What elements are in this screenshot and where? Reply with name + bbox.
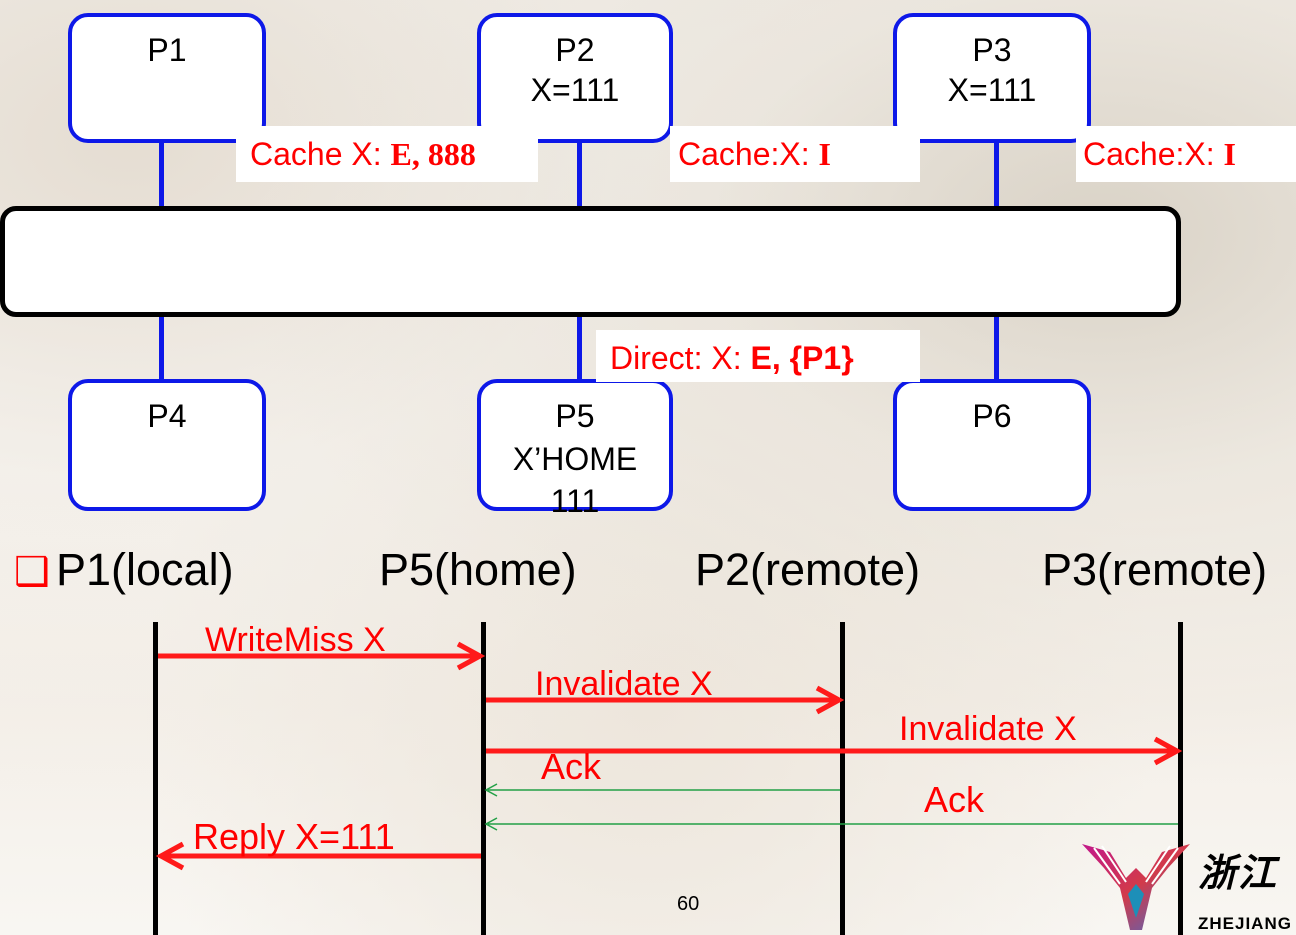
page-number: 60 — [677, 893, 700, 915]
interconnect-bus — [0, 206, 1181, 317]
node-p2-value: X=111 — [530, 72, 620, 108]
logo-emblem-icon — [1082, 844, 1190, 930]
cache-label-p1-state: E, 888 — [390, 136, 476, 172]
node-p5: P5 X’HOME 111 — [477, 379, 673, 519]
directory-label-prefix: Direct: X: — [610, 340, 751, 376]
arrow-writemiss — [158, 641, 486, 671]
message-label-invalidate-p2: Invalidate X — [535, 665, 713, 703]
node-p1: P1 — [68, 13, 266, 143]
lifeline-p5 — [481, 622, 486, 935]
message-label-ack-p3: Ack — [924, 779, 985, 820]
node-p3-value: X=111 — [947, 72, 1037, 108]
p6-bus-connector — [994, 315, 999, 383]
cache-label-p2-prefix: Cache:X: — [678, 136, 819, 172]
node-p5-value: 111 — [550, 483, 600, 519]
university-logo: 浙江 ZHEJIANG — [1080, 838, 1296, 935]
node-p6: P6 — [893, 379, 1091, 511]
directory-label: Direct: X: E, {P1} — [596, 330, 920, 382]
cache-label-p1-prefix: Cache X: — [250, 136, 391, 172]
node-p3: P3 X=111 — [893, 13, 1091, 143]
node-p6-name: P6 — [972, 398, 1012, 434]
lifeline-p1 — [153, 622, 158, 935]
p2-bus-connector — [577, 138, 582, 208]
cache-label-p3-state: I — [1223, 136, 1236, 172]
arrow-invalidate-p2 — [486, 685, 845, 715]
cache-label-p1: Cache X: E, 888 — [236, 126, 538, 182]
cache-label-p2: Cache:X: I — [670, 126, 920, 182]
node-p2: P2 X=111 — [477, 13, 673, 143]
node-p3-name: P3 — [972, 32, 1012, 68]
node-p2-name: P2 — [555, 32, 595, 68]
cache-label-p3: Cache:X: I — [1076, 126, 1296, 182]
message-label-ack-p2: Ack — [541, 746, 602, 787]
p5-bus-connector — [577, 315, 582, 383]
node-p4-name: P4 — [147, 398, 187, 434]
lifeline-p3 — [1178, 622, 1183, 935]
node-p1-name: P1 — [147, 32, 187, 68]
message-label-writemiss: WriteMiss X — [205, 621, 386, 659]
node-p4: P4 — [68, 379, 266, 511]
logo-chinese-text: 浙江 — [1198, 850, 1279, 895]
logo-english-text: ZHEJIANG — [1198, 914, 1292, 933]
participant-p1-local: P1(local) — [56, 544, 234, 595]
lifeline-p2 — [840, 622, 845, 935]
arrow-ack-p3 — [484, 817, 1178, 831]
participant-p2-remote: P2(remote) — [695, 544, 921, 595]
arrow-ack-p2 — [484, 783, 840, 797]
cache-label-p2-state: I — [818, 136, 831, 172]
message-label-invalidate-p3: Invalidate X — [899, 710, 1077, 748]
cache-label-p3-prefix: Cache:X: — [1083, 136, 1224, 172]
participant-p5-home: P5(home) — [379, 544, 577, 595]
directory-label-state: E, {P1} — [750, 340, 854, 376]
node-p5-name: P5 — [555, 398, 595, 434]
node-p5-home: X’HOME — [512, 441, 638, 477]
arrow-invalidate-p3 — [486, 736, 1183, 766]
bullet-icon: ❑ — [14, 550, 50, 594]
arrow-reply — [155, 841, 481, 871]
participant-p3-remote: P3(remote) — [1042, 544, 1268, 595]
p1-bus-connector — [159, 138, 164, 208]
p3-bus-connector — [994, 138, 999, 208]
message-label-reply: Reply X=111 — [193, 816, 395, 857]
p4-bus-connector — [159, 315, 164, 383]
